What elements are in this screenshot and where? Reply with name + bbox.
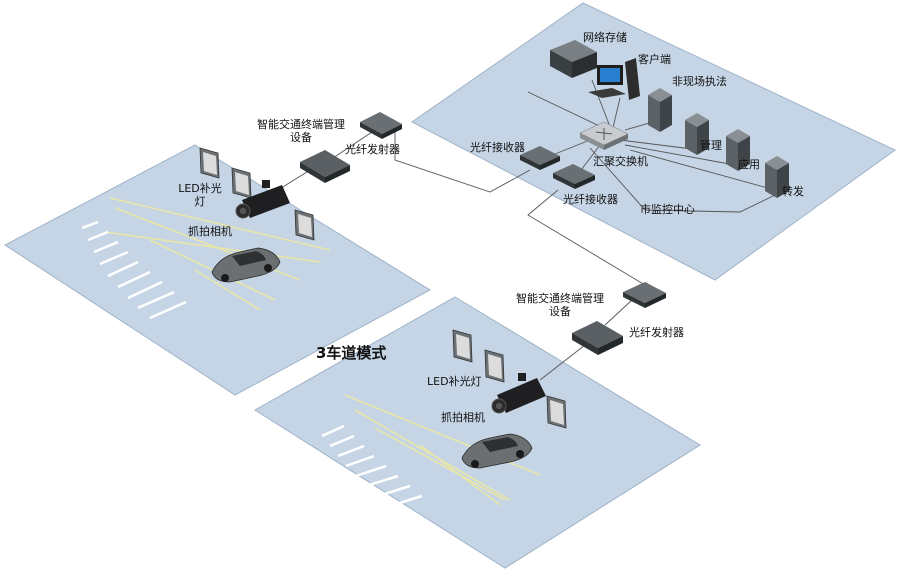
top-terminal-management-label-line1: 智能交通终端管理 xyxy=(257,118,345,131)
top-led-light-1 xyxy=(199,147,220,179)
bottom-camera-label: 抓拍相机 xyxy=(441,411,485,424)
fiber-receiver-2-device xyxy=(553,164,595,189)
bottom-led-label: LED补光灯 xyxy=(427,375,482,388)
application-server xyxy=(726,129,750,171)
bottom-terminal-management-device xyxy=(572,321,623,355)
top-fiber-transmitter-label: 光纤发射器 xyxy=(345,143,400,156)
bottom-fiber-transmitter-device xyxy=(623,282,666,308)
bottom-terminal-management-label-line1: 智能交通终端管理 xyxy=(516,292,604,305)
application-label: 应用 xyxy=(738,158,760,171)
client-label: 客户端 xyxy=(638,53,671,66)
forwarding-label: 转发 xyxy=(782,185,804,198)
management-label: 管理 xyxy=(700,139,722,152)
top-car xyxy=(211,247,281,283)
aggregation-switch-label: 汇聚交换机 xyxy=(593,155,648,168)
bottom-car xyxy=(461,433,533,469)
offsite-enforcement-label: 非现场执法 xyxy=(672,75,727,88)
top-led-label: LED补光 灯 xyxy=(178,182,222,208)
fiber-receiver-2-label: 光纤接收器 xyxy=(563,193,618,206)
network-storage-device xyxy=(550,40,597,78)
top-crosswalk xyxy=(81,220,187,320)
lane-mode-title: 3车道模式 xyxy=(316,344,387,362)
bottom-led-light-2 xyxy=(484,349,505,383)
forwarding-server xyxy=(765,156,789,198)
top-terminal-management-device xyxy=(300,150,350,183)
top-terminal-management-label: 智能交通终端管理 设备 xyxy=(253,118,349,144)
top-camera-label: 抓拍相机 xyxy=(188,225,232,238)
bottom-crosswalk xyxy=(321,424,423,508)
city-monitoring-center-label: 市监控中心 xyxy=(640,203,695,216)
bottom-capture-camera xyxy=(491,373,546,414)
offsite-enforcement-server xyxy=(648,88,672,132)
bottom-terminal-management-label: 智能交通终端管理 设备 xyxy=(512,292,608,318)
bottom-led-light-1 xyxy=(452,329,473,363)
bottom-lane-zone xyxy=(254,296,701,569)
fiber-receiver-1-device xyxy=(520,146,560,170)
bottom-fiber-transmitter-label: 光纤发射器 xyxy=(629,326,684,339)
bottom-terminal-management-label-line2: 设备 xyxy=(549,305,571,318)
bottom-lane-markings xyxy=(344,394,541,506)
bottom-led-light-3 xyxy=(546,395,567,429)
top-led-label-line1: LED补光 xyxy=(178,182,222,195)
top-led-light-3 xyxy=(294,209,315,241)
top-terminal-management-label-line2: 设备 xyxy=(290,131,312,144)
fiber-receiver-1-label: 光纤接收器 xyxy=(470,141,525,154)
management-server xyxy=(685,113,709,155)
network-storage-label: 网络存储 xyxy=(583,31,627,44)
top-fiber-transmitter xyxy=(360,112,402,139)
monitoring-center-zone xyxy=(411,2,896,281)
top-led-label-line2: 灯 xyxy=(194,195,206,208)
top-capture-camera xyxy=(235,180,290,219)
client-computer xyxy=(588,58,640,100)
aggregation-switch xyxy=(579,121,629,150)
top-led-light-2 xyxy=(231,167,252,199)
